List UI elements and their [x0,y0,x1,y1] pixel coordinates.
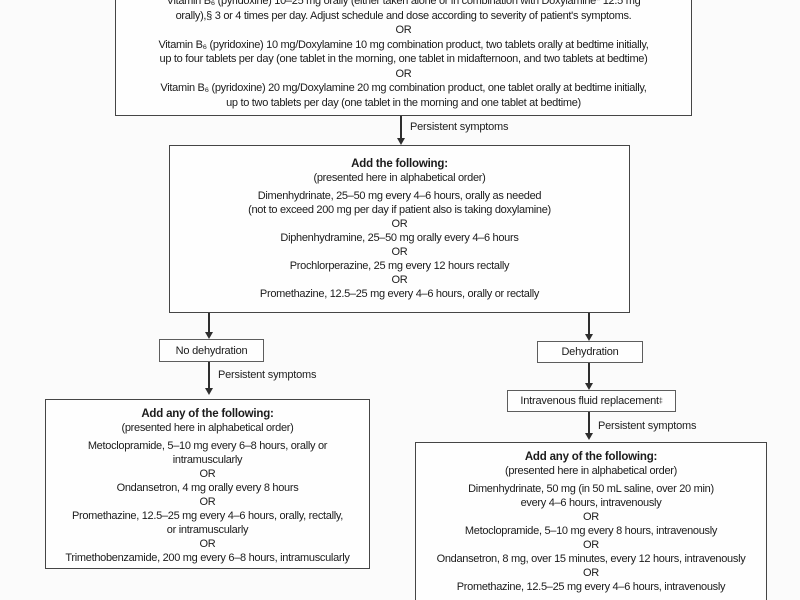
drug-line: or intramuscularly [166,524,249,536]
footnote-marker: ‡ [658,397,663,405]
box-title: Add any of the following: [141,408,274,420]
dehydration-box: Dehydration [537,341,643,363]
or-separator: OR [199,538,216,550]
connector-line [588,363,590,384]
persistent-symptoms-label: Persistent symptoms [598,420,697,432]
drug-line: (not to exceed 200 mg per day if patient… [248,204,551,216]
drug-line: Ondansetron, 4 mg orally every 8 hours [116,482,299,494]
persistent-symptoms-label: Persistent symptoms [410,121,509,133]
drug-line: Metoclopramide, 5–10 mg every 6–8 hours,… [87,440,328,452]
or-separator: OR [391,274,408,286]
connector-line [208,313,210,333]
or-separator: OR [199,496,216,508]
therapy-line: up to two tablets per day (one tablet in… [226,96,581,109]
drug-line: Prochlorperazine, 25 mg every 12 hours r… [289,260,510,272]
therapy-line: Vitamin B₆ (pyridoxine) 20 mg/Doxylamine… [160,82,647,94]
add-any-right-box: Add any of the following: (presented her… [415,442,767,600]
persistent-symptoms-label: Persistent symptoms [218,369,317,381]
box-subtitle: (presented here in alphabetical order) [313,172,486,184]
arrowhead-down-icon [205,388,213,395]
or-separator: OR [391,246,408,258]
add-any-left-box: Add any of the following: (presented her… [45,399,370,569]
arrowhead-down-icon [585,433,593,440]
arrowhead-down-icon [585,383,593,390]
drug-line: Trimethobenzamide, 200 mg every 6–8 hour… [65,552,350,564]
or-separator: OR [391,218,408,230]
drug-line: Promethazine, 12.5–25 mg every 4–6 hours… [456,581,726,593]
drug-line: Dimenhydrinate, 50 mg (in 50 mL saline, … [468,483,714,495]
therapy-line: Vitamin B₆ (pyridoxine) 10–25 mg orally … [166,0,641,7]
no-dehydration-box: No dehydration [159,339,264,362]
therapy-line: orally),§ 3 or 4 times per day. Adjust s… [175,9,632,22]
arrowhead-down-icon [205,332,213,339]
or-separator: OR [583,539,599,551]
add-following-box: Add the following: (presented here in al… [169,145,630,313]
therapy-line: up to four tablets per day (one tablet i… [159,53,648,65]
connector-line [588,313,590,335]
connector-line [400,116,402,138]
or-separator: OR [199,468,216,480]
therapy-line: Vitamin B₆ (pyridoxine) 10 mg/Doxylamine… [158,38,649,51]
drug-line: Ondansetron, 8 mg, over 15 minutes, ever… [436,553,746,565]
drug-line: Promethazine, 12.5–25 mg every 4–6 hours… [259,288,540,300]
box-title: Add any of the following: [524,451,658,463]
drug-line: Metoclopramide, 5–10 mg every 8 hours, i… [464,525,718,537]
or-separator: OR [583,567,599,579]
iv-fluid-box: Intravenous fluid replacement‡ [507,390,676,412]
connector-line [208,362,210,389]
box-subtitle: (presented here in alphabetical order) [504,465,678,477]
drug-line: every 4–6 hours, intravenously [520,497,662,509]
initial-therapy-box: Vitamin B₆ (pyridoxine) 10–25 mg orally … [115,0,692,116]
drug-line: Dimenhydrinate, 25–50 mg every 4–6 hours… [257,190,542,202]
connector-line [588,412,590,434]
or-separator: OR [395,67,412,80]
drug-line: Promethazine, 12.5–25 mg every 4–6 hours… [71,510,344,522]
arrowhead-down-icon [585,334,593,341]
box-subtitle: (presented here in alphabetical order) [121,422,294,434]
no-dehydration-label: No dehydration [175,344,248,357]
or-separator: OR [395,24,412,36]
drug-line: Diphenhydramine, 25–50 mg orally every 4… [280,232,519,244]
iv-fluid-label: Intravenous fluid replacement [520,395,659,407]
dehydration-label: Dehydration [561,346,619,358]
arrowhead-down-icon [397,138,405,145]
drug-line: intramuscularly [172,454,243,466]
box-title: Add the following: [351,158,448,170]
or-separator: OR [583,511,599,523]
